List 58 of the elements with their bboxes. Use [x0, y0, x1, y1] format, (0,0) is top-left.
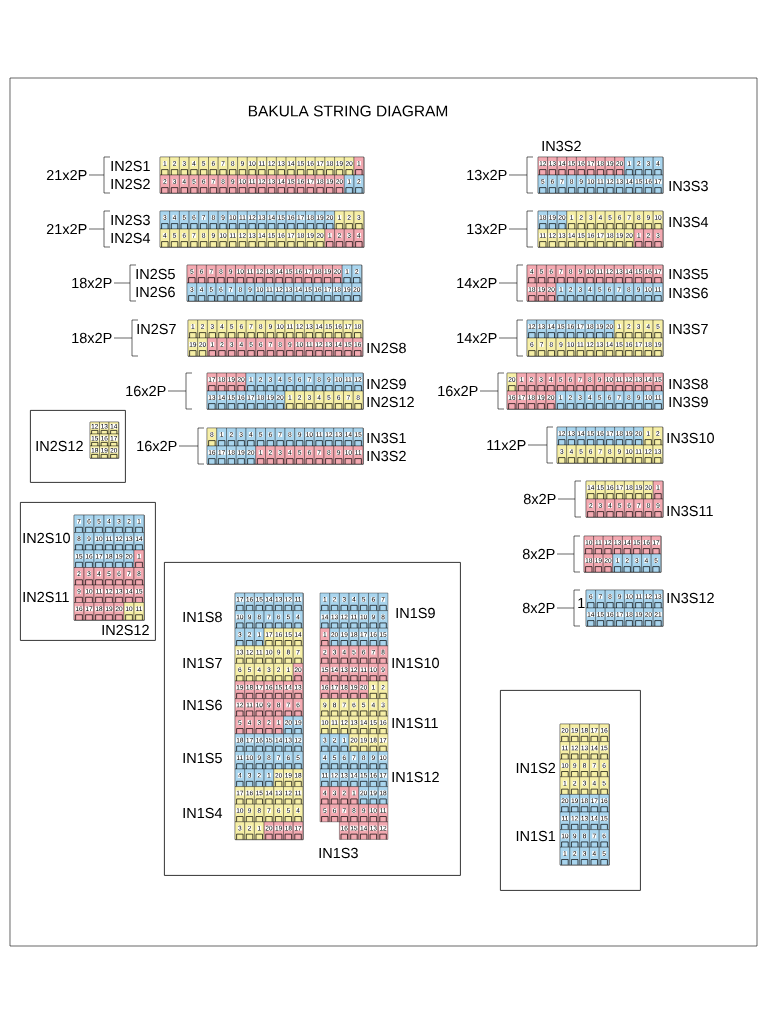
strip-label: IN1S8: [183, 611, 222, 623]
strip-label: IN2S7: [137, 323, 176, 335]
strip-label: IN3S4: [669, 216, 709, 228]
pin-count-label: 18x2P: [72, 277, 112, 289]
strip-label: IN2S4: [111, 232, 151, 244]
strip-label: IN1S6: [183, 699, 222, 711]
strip-label: IN1S9: [396, 607, 435, 619]
terminal-strip: [559, 723, 610, 866]
pin-count-label: 14x2P: [457, 332, 497, 344]
strip-label: IN2S12: [367, 396, 414, 408]
strip-label: IN2S8: [367, 342, 406, 354]
strip-label: 1: [578, 598, 585, 608]
pin-count-label: 21x2P: [46, 223, 87, 235]
strip-label: IN3S5: [669, 268, 708, 280]
strip-label: IN2S5: [136, 268, 175, 280]
strip-label: IN1S4: [183, 807, 223, 819]
strip-label: IN2S1: [111, 160, 150, 172]
strip-label: IN3S6: [669, 287, 708, 299]
pin-count-label: 16x2P: [137, 440, 177, 452]
strip-label: IN1S5: [183, 752, 222, 764]
strip-label: IN2S9: [367, 378, 406, 390]
strip-label: IN3S11: [667, 505, 713, 517]
strip-label: IN3S2: [542, 140, 581, 152]
pin-count-label: 13x2P: [467, 223, 507, 235]
strip-label: IN1S7: [183, 657, 222, 669]
pin-count-label: 18x2P: [72, 332, 112, 344]
strip-label: IN3S1: [367, 432, 406, 444]
strip-label: IN2S10: [23, 532, 70, 544]
title: BAKULA STRING DIAGRAM: [248, 105, 448, 117]
strip-label: IN3S8: [669, 378, 708, 390]
pin-count-label: 16x2P: [438, 385, 478, 397]
strip-label: IN2S12: [36, 440, 83, 452]
pin-count-label: 16x2P: [126, 385, 166, 397]
pin-count-label: 21x2P: [46, 169, 87, 181]
pin-count-label: 8x2P: [522, 548, 555, 560]
terminal-strip: [319, 592, 389, 840]
strip-label: IN1S10: [392, 657, 439, 669]
strip-label: IN3S7: [669, 323, 708, 335]
strip-label: IN1S12: [392, 771, 439, 783]
strip-label: IN2S2: [111, 178, 150, 190]
strip-label: IN1S2: [516, 762, 556, 774]
strip-label: IN2S11: [23, 591, 69, 603]
pin-count-label: 8x2P: [522, 602, 555, 614]
strip-label: IN1S1: [516, 830, 556, 842]
strip-label: IN3S2: [367, 450, 406, 462]
pin-count-label: 8x2P: [523, 493, 556, 505]
strip-label: IN3S3: [669, 180, 708, 192]
strip-label: IN3S12: [667, 592, 714, 604]
strip-label: IN2S12: [102, 624, 149, 636]
pin-count-label: 11x2P: [487, 439, 526, 451]
strip-label: IN3S9: [669, 396, 708, 408]
strip-label: IN1S3: [319, 847, 358, 859]
strip-label: IN2S6: [136, 286, 175, 298]
strip-label: IN2S3: [111, 214, 150, 226]
strip-label: IN3S10: [667, 432, 714, 444]
pin-count-label: 13x2P: [467, 169, 507, 181]
strip-label: IN1S11: [392, 717, 438, 729]
pin-count-label: 14x2P: [457, 277, 497, 289]
